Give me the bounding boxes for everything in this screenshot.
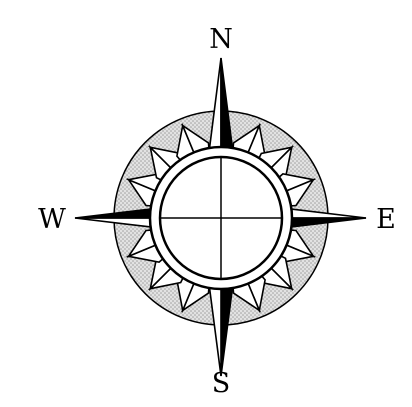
south-label: S [212,368,231,399]
west-label: W [38,204,66,235]
north-label: N [209,24,233,55]
east-label: E [376,204,396,235]
